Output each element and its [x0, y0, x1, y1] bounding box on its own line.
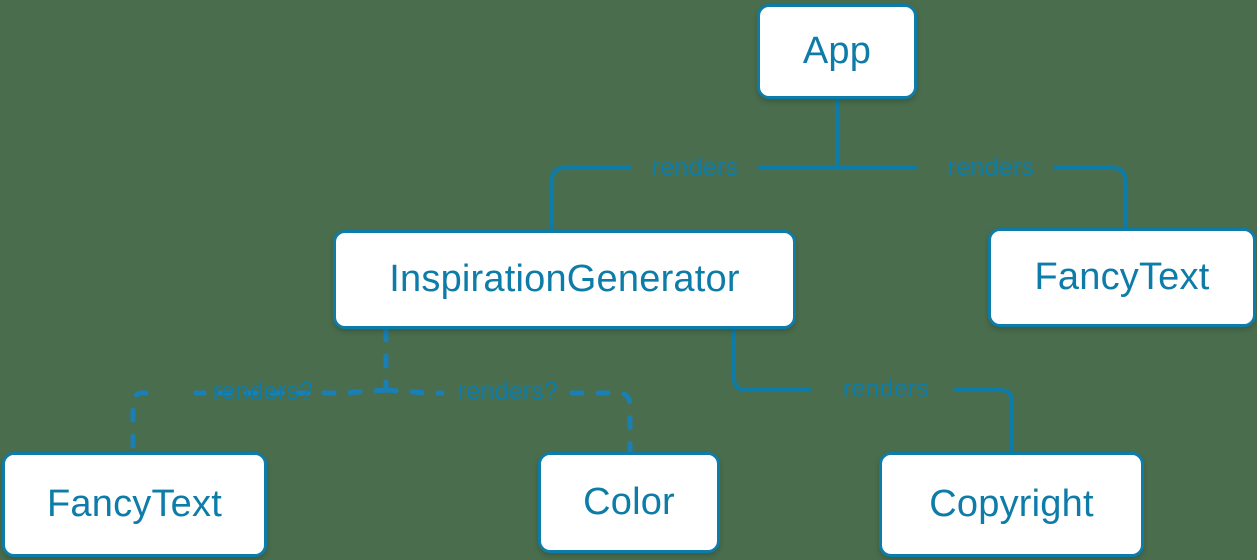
- edge-label-app-to-inspiration: renders: [651, 153, 739, 182]
- edge-inspiration-to-color-upper-seg: [383, 387, 445, 396]
- edge-inspiration-to-color-drop-seg: [569, 390, 633, 455]
- edge-inspiration-to-copyright-left-seg: [732, 327, 812, 392]
- node-fancytext-right[interactable]: FancyText: [988, 228, 1256, 327]
- node-inspiration-generator-label: InspirationGenerator: [389, 258, 740, 300]
- node-app-label: App: [802, 30, 872, 72]
- node-app[interactable]: App: [757, 4, 917, 99]
- edge-label-inspiration-to-fancytext: renders?: [212, 377, 314, 406]
- node-inspiration-generator[interactable]: InspirationGenerator: [333, 230, 796, 329]
- node-copyright-label: Copyright: [929, 483, 1094, 525]
- edge-label-inspiration-to-copyright: renders: [842, 374, 930, 403]
- node-fancytext-bottom-label: FancyText: [47, 483, 222, 525]
- edge-inspiration-to-fancytext-upper-seg: [193, 387, 389, 396]
- edge-inspiration-to-copyright-right-seg: [953, 388, 1014, 454]
- node-color[interactable]: Color: [538, 452, 720, 553]
- node-copyright[interactable]: Copyright: [879, 452, 1144, 557]
- edge-app-to-inspiration-left-seg: [550, 166, 632, 232]
- edge-app-to-fancytext-right-seg: [1053, 166, 1127, 230]
- edge-label-inspiration-to-color: renders?: [457, 377, 559, 406]
- edge-label-app-to-fancytext: renders: [947, 153, 1035, 182]
- edge-inspiration-to-fancytext-drop-seg: [130, 390, 149, 455]
- node-color-label: Color: [583, 481, 675, 523]
- node-fancytext-right-label: FancyText: [1034, 256, 1210, 298]
- node-fancytext-bottom[interactable]: FancyText: [2, 452, 267, 557]
